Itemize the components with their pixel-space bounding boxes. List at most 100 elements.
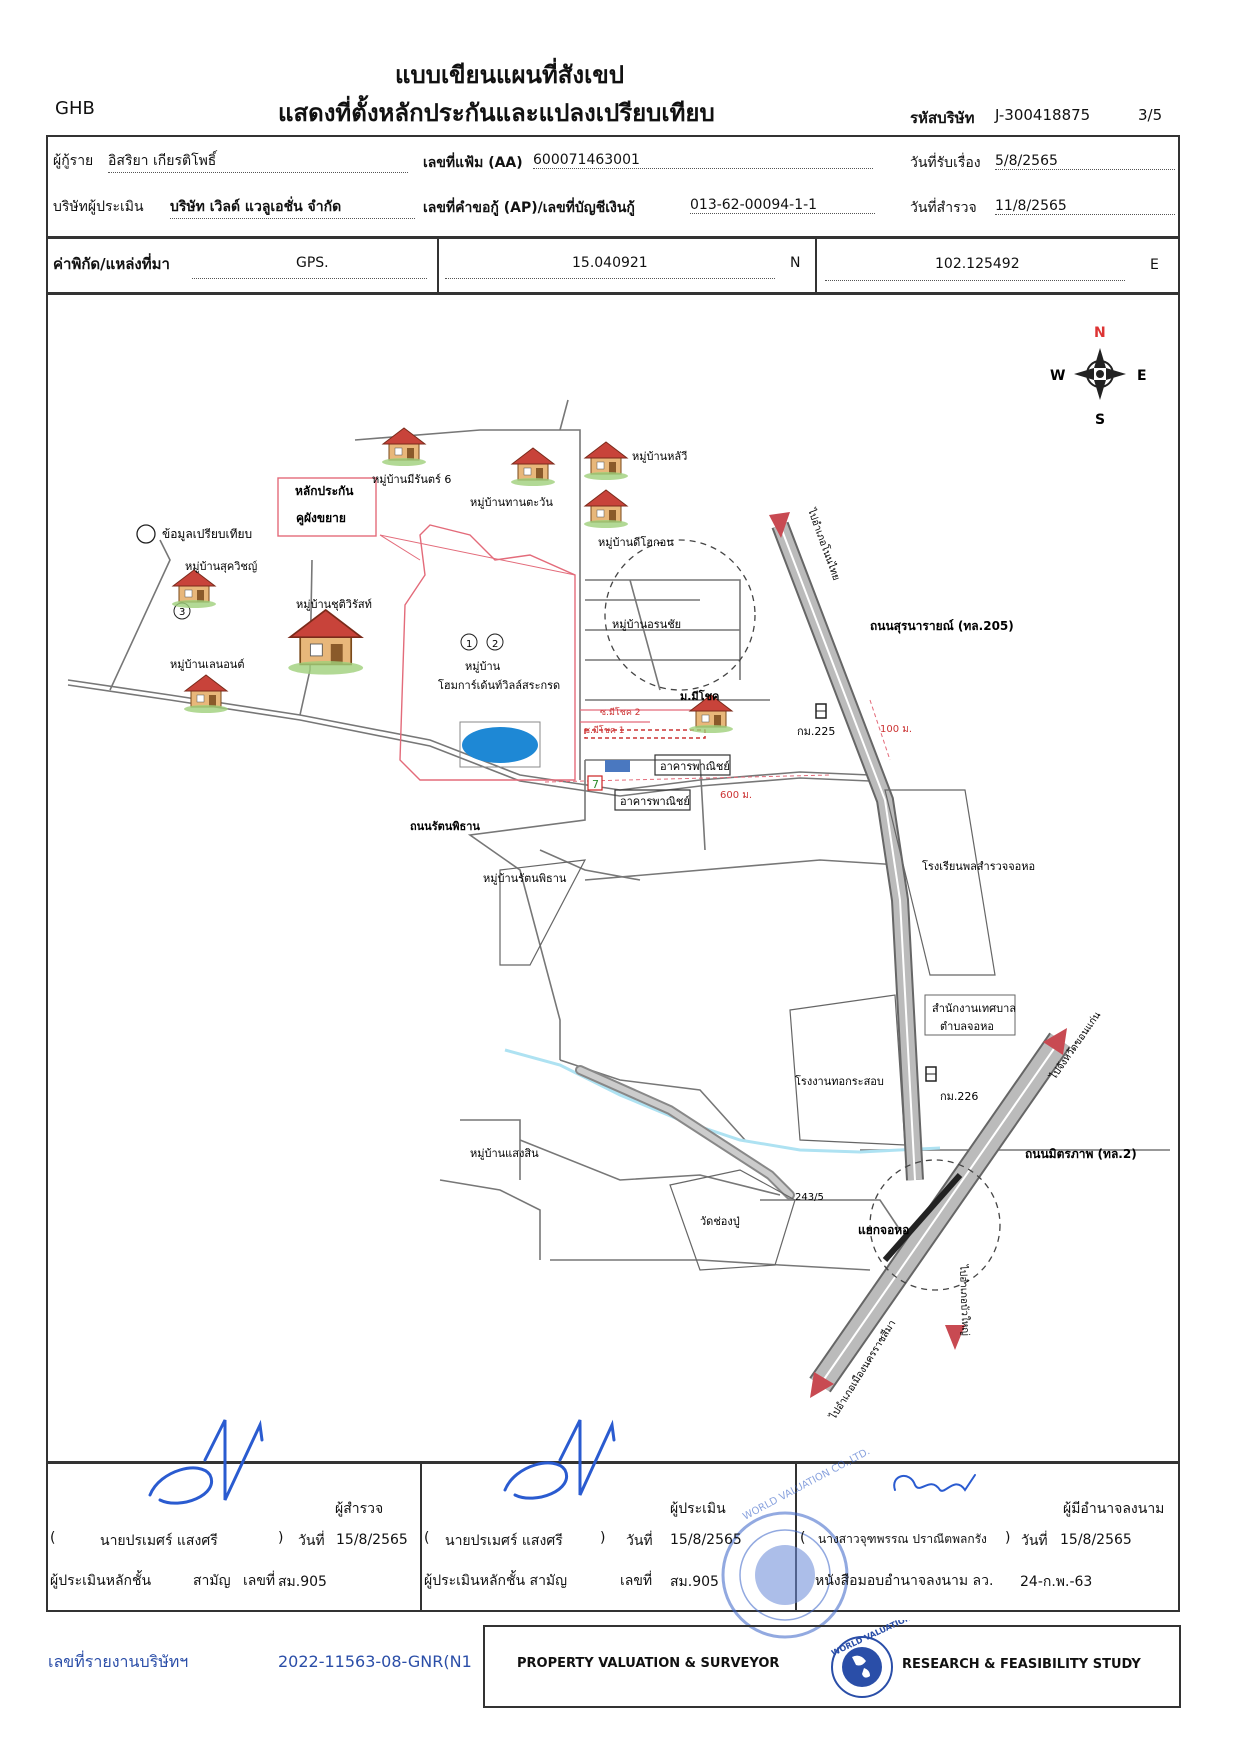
svg-text:ซ.มีโชค 2: ซ.มีโชค 2 [600,707,640,718]
svg-text:โรงเรียนพลสำรวจจอหอ: โรงเรียนพลสำรวจจอหอ [922,859,1035,873]
signer-auth-date: 24-ก.พ.-63 [1020,1574,1093,1590]
stamp-text: WORLD VALUATION CO.,LTD. [741,1446,872,1522]
footer-service-box [483,1625,1181,1708]
svg-text:หมู่บ้านสุควิชญ์: หมู่บ้านสุควิชญ์ [185,560,257,573]
company-code: J-300418875 [995,106,1091,124]
page-title-line1: แบบเขียนแผนที่สังเขป [395,61,624,89]
surveyor-name: นายปรเมศร์ แสงศรี [100,1533,218,1549]
svg-text:แยกจอหอ: แยกจอหอ [858,1223,909,1237]
svg-text:โรงงานทอกระสอบ: โรงงานทอกระสอบ [795,1074,884,1088]
collateral-callout [277,477,377,537]
latitude-dir: N [790,255,801,271]
appraiser-company-label: บริษัทผู้ประเมิน [53,199,144,215]
compare-legend-icon [136,524,156,544]
appraiser-no: สม.905 [670,1574,719,1590]
compare-legend-label: ข้อมูลเปรียบเทียบ [162,527,252,542]
svg-text:243/5: 243/5 [795,1192,824,1203]
km-225-icon [815,703,827,719]
page-number: 3/5 [1138,106,1163,124]
longitude-value: 102.125492 [935,256,1020,272]
road-label-hw2: ถนนมิตรภาพ (ทล.2) [1025,1147,1137,1161]
svg-text:กม.226: กม.226 [940,1090,978,1103]
svg-text:กม.225: กม.225 [797,725,835,738]
svg-text:3: 3 [179,607,185,618]
canal [504,1048,941,1154]
arrow-north-205 [769,512,790,538]
surveyor-date: 15/8/2565 [336,1532,408,1548]
surveyor-no: สม.905 [278,1574,327,1590]
arrow-ne-hw2 [1043,1028,1067,1055]
marker-1 [460,633,478,651]
svg-text:อาคารพาณิชย์: อาคารพาณิชย์ [620,795,690,808]
loan-no-value: 013-62-00094-1-1 [690,197,875,214]
bank-icon [605,760,630,772]
signature-signer-icon [893,1474,976,1492]
svg-text:หมู่บ้านรัตนพิธาน: หมู่บ้านรัตนพิธาน [483,872,567,885]
footer-logo-text: WORLD VALUATION [830,1620,912,1658]
road-label-205: ถนนสุรนารายณ์ (ทล.205) [870,619,1014,634]
svg-text:หมู่บ้านเลนอนต์: หมู่บ้านเลนอนต์ [170,658,244,671]
appraiser-name: นายปรเมศร์ แสงศรี [445,1533,563,1549]
signature-appraiser-icon [503,1419,616,1500]
signature-box [46,1462,1180,1612]
svg-text:หมู่บ้าน: หมู่บ้าน [465,660,501,673]
compass-s: S [1095,412,1105,428]
svg-text:WORLD VALUATION: WORLD VALUATION [830,1620,912,1658]
svg-text:600 ม.: 600 ม. [720,790,752,801]
latitude-value: 15.040921 [572,255,648,271]
svg-text:อาคารพาณิชย์: อาคารพาณิชย์ [660,760,730,773]
svg-text:หมู่บ้านทานตะวัน: หมู่บ้านทานตะวัน [470,496,553,509]
signer-role: ผู้มีอำนาจลงนาม [1063,1501,1165,1517]
signature-surveyor-icon [148,1419,264,1505]
loan-no-label: เลขที่คำขอกู้ (AP)/เลขที่บัญชีเงินกู้ [423,200,635,216]
received-label: วันที่รับเรื่อง [910,155,981,171]
svg-text:2: 2 [492,639,498,650]
junction-circle [869,1159,1001,1291]
page-title-line2: แสดงที่ตั้งหลักประกันและแปลงเปรียบเทียบ [278,99,715,127]
compass-w: W [1050,368,1065,384]
svg-text:ซ.มีโชค 1: ซ.มีโชค 1 [584,725,624,736]
svg-text:หมู่บ้านชุติวิรัสท์: หมู่บ้านชุติวิรัสท์ [296,598,372,611]
svg-text:สำนักงานเทศบาล: สำนักงานเทศบาล [932,1002,1016,1015]
signer-name: นางสาวจุฑพรรณ ปราณีตพลกรัง [818,1532,987,1546]
pond [462,727,538,763]
footer-logo-icon [831,1636,893,1698]
compass-icon [1074,348,1126,400]
arrow-sw-hw2 [810,1372,834,1398]
longitude-dir: E [1150,257,1159,273]
svg-text:วัดช่องปู่: วัดช่องปู่ [700,1215,740,1228]
svg-text:7: 7 [592,778,599,791]
coord-source: GPS. [296,255,329,271]
company-stamp-icon [721,1511,849,1639]
collateral-label-2: คูผังขยาย [296,511,346,526]
local-roads [67,399,1170,1271]
surveyor-rank: สามัญ [193,1573,231,1589]
svg-text:หมู่บ้านดีโฮกอน: หมู่บ้านดีโฮกอน [598,535,674,549]
road-label-rattanapithan: ถนนรัตนพิธาน [410,820,480,833]
seven-eleven-icon [587,775,603,791]
org-code: GHB [55,98,95,119]
svg-text:ม.มีโชค: ม.มีโชค [680,689,719,703]
appraiser-company-value: บริษัท เวิลด์ แวลูเอชั่น จำกัด [170,196,415,219]
svg-text:หมู่บ้านแสงสิน: หมู่บ้านแสงสิน [470,1147,539,1160]
footer-left-service: PROPERTY VALUATION & SURVEYOR [517,1656,780,1671]
file-no-label: เลขที่แฟ้ม (AA) [423,155,523,171]
coord-label: ค่าพิกัด/แหล่งที่มา [53,255,170,273]
ornchai-circle [604,539,756,691]
borrower-value: อิสริยา เกียรติโพธิ์ [108,150,408,173]
report-no-label: เลขที่รายงานบริษัทฯ [48,1652,189,1671]
report-no: 2022-11563-08-GNR(N1 [278,1652,472,1671]
appraiser-role: ผู้ประเมิน [670,1501,726,1517]
collateral-plot [399,524,576,781]
svg-text:หมู่บ้านมีรันตร์ 6: หมู่บ้านมีรันตร์ 6 [372,473,451,486]
received-value: 5/8/2565 [995,153,1175,170]
arrow-south [945,1325,965,1350]
compass-n: N [1094,325,1106,341]
office-box [924,994,1016,1036]
marker-2 [486,633,504,651]
svg-text:หมู่บ้านอรนชัย: หมู่บ้านอรนชัย [612,618,681,631]
survey-date-value: 11/8/2565 [995,198,1175,215]
km-226-icon [925,1066,937,1082]
svg-text:100 ม.: 100 ม. [880,724,912,735]
